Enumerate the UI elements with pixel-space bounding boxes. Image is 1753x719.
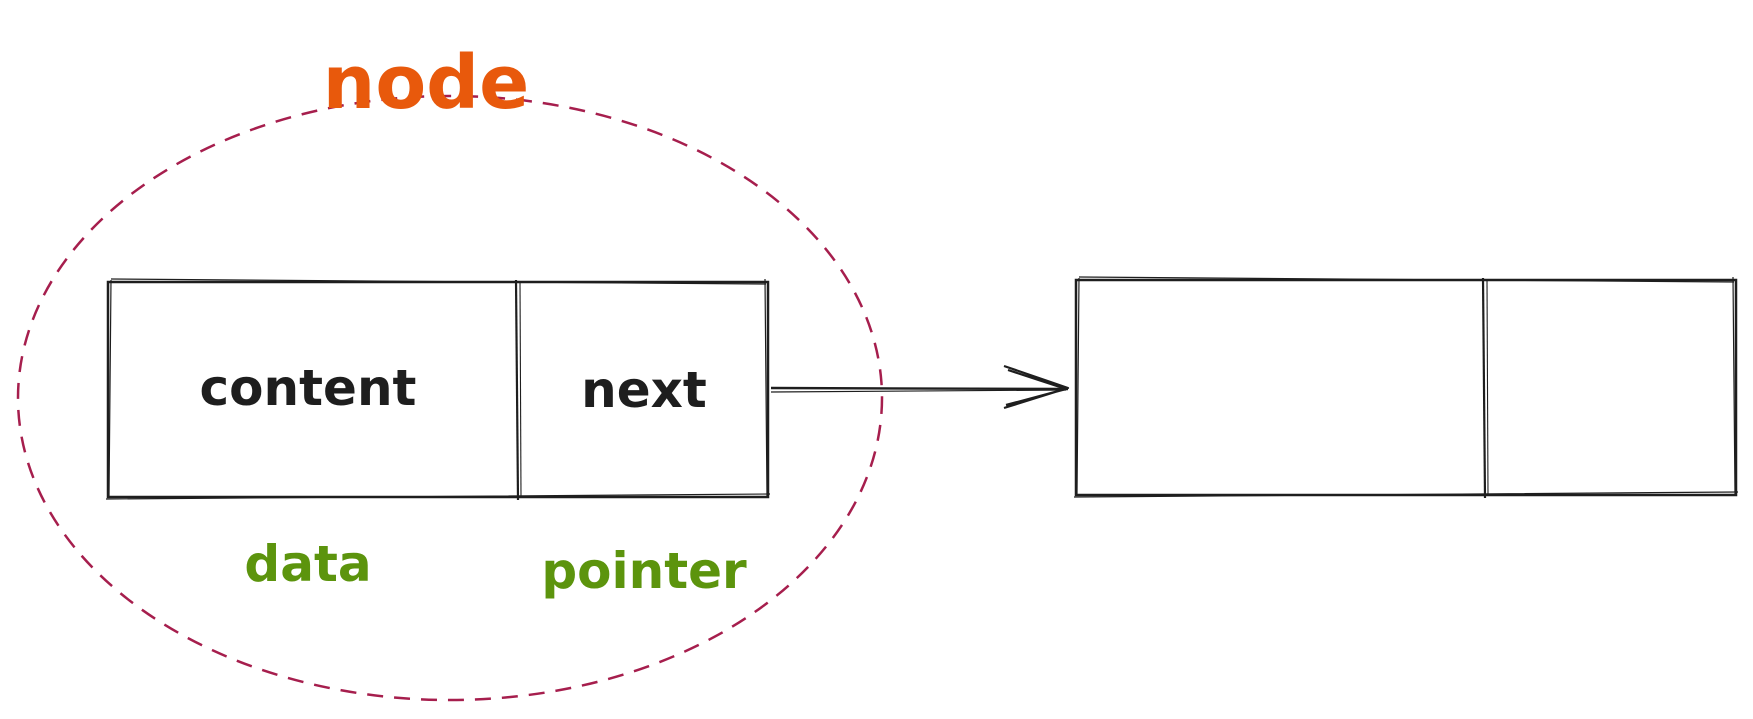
data-field-caption: data	[244, 535, 371, 593]
list-node-2-box-sketch	[1073, 276, 1739, 498]
list-node-1-box-sketch	[105, 278, 771, 500]
arrow-head-icon	[1003, 364, 1070, 410]
list-node-2	[1073, 276, 1739, 499]
list-node-2-divider	[1481, 277, 1487, 499]
list-node-1: content next data pointer	[105, 278, 771, 600]
pointer-field-label: next	[581, 361, 707, 419]
next-pointer-arrow	[770, 364, 1070, 410]
node-group-outline	[16, 94, 884, 702]
pointer-field-caption: pointer	[541, 542, 747, 600]
node-group-label: node	[323, 40, 530, 126]
list-node-2-box	[1074, 278, 1738, 497]
data-field-label: content	[200, 359, 417, 417]
list-node-1-divider	[514, 279, 520, 501]
